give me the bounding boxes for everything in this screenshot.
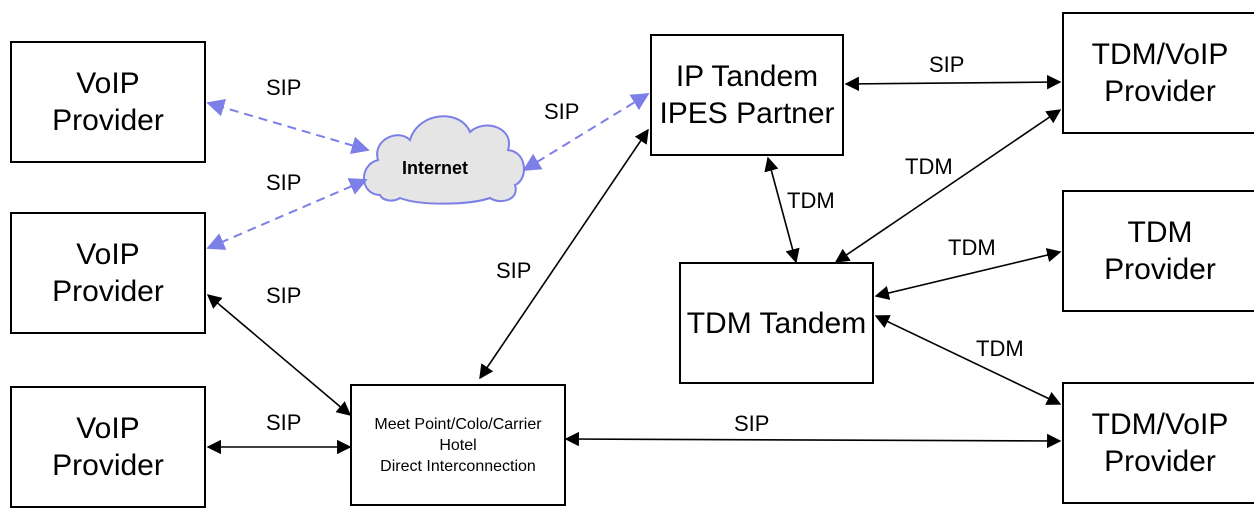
meet-point-box: Meet Point/Colo/Carrier Hotel Direct Int… xyxy=(350,384,566,506)
edge-label-tdmvoip-top-tdmtandem: TDM xyxy=(905,154,953,179)
edge-tdmvoip-top-tdmtandem xyxy=(834,109,1062,263)
node-label-line: Hotel xyxy=(439,436,477,454)
edge-label-voip1-internet: SIP xyxy=(266,75,302,100)
edge-voip1-internet xyxy=(206,98,370,155)
node-label-line: TDM/VoIP xyxy=(1091,408,1229,441)
edge-tdmtandem-tdmvoip-bottom xyxy=(874,315,1062,405)
edge-iptandem-tdmtandem xyxy=(764,156,800,264)
edge-label-voip3-meetpoint: SIP xyxy=(266,410,302,435)
edge-meetpoint-iptandem xyxy=(479,128,649,380)
node-label-line: Provider xyxy=(52,104,164,137)
voip-provider-3-box: VoIP Provider xyxy=(10,386,206,508)
edge-label-iptandem-tdmvoip-top: SIP xyxy=(929,52,965,77)
node-label-line: TDM/VoIP xyxy=(1091,38,1229,71)
edge-tdmprovider-tdmtandem xyxy=(874,248,1062,300)
node-label-line: Provider xyxy=(1104,253,1216,286)
node-label-line: TDM Tandem xyxy=(686,306,867,340)
node-label-line: IPES Partner xyxy=(659,97,835,130)
tdm-voip-provider-top-box: TDM/VoIP Provider xyxy=(1062,12,1254,134)
edge-voip2-internet xyxy=(206,178,368,250)
edge-label-voip2-meetpoint: SIP xyxy=(266,283,302,308)
edge-label-meetpoint-tdmvoip-bottom: SIP xyxy=(734,411,770,436)
edge-internet-iptandem xyxy=(522,93,650,171)
node-label-line: TDM xyxy=(1127,216,1193,249)
tdm-provider-box: TDM Provider xyxy=(1062,190,1254,312)
node-label-line: IP Tandem xyxy=(675,60,819,93)
node-label-line: VoIP xyxy=(76,67,140,100)
edge-label-iptandem-tdmtandem: TDM xyxy=(787,188,835,213)
ip-tandem-box: IP Tandem IPES Partner xyxy=(650,34,844,156)
edge-meetpoint-tdmvoip-bottom xyxy=(564,431,1062,449)
node-label-line: Provider xyxy=(1104,445,1216,478)
edge-label-tdmtandem-tdmvoip-bottom: TDM xyxy=(976,336,1024,361)
voip-provider-2-box: VoIP Provider xyxy=(10,212,206,334)
node-label-line: Provider xyxy=(52,449,164,482)
tdm-voip-provider-bottom-box: TDM/VoIP Provider xyxy=(1062,382,1254,504)
edge-label-internet-iptandem: SIP xyxy=(544,99,580,124)
node-label-line: VoIP xyxy=(76,238,140,271)
edge-voip2-meetpoint xyxy=(206,294,352,416)
edge-label-voip2-internet: SIP xyxy=(266,170,302,195)
node-label-line: Meet Point/Colo/Carrier xyxy=(374,415,542,433)
voip-provider-1-box: VoIP Provider xyxy=(10,41,206,163)
node-label-line: VoIP xyxy=(76,412,140,445)
node-label-line: Provider xyxy=(1104,75,1216,108)
node-label-line: Direct Interconnection xyxy=(380,457,536,475)
edge-label-tdmprovider-tdmtandem: TDM xyxy=(948,235,996,260)
tdm-tandem-box: TDM Tandem xyxy=(679,262,874,384)
node-label-line: Provider xyxy=(52,275,164,308)
internet-label: Internet xyxy=(402,158,469,178)
edge-label-meetpoint-iptandem: SIP xyxy=(496,258,532,283)
edge-iptandem-tdmvoip-top xyxy=(844,74,1062,92)
